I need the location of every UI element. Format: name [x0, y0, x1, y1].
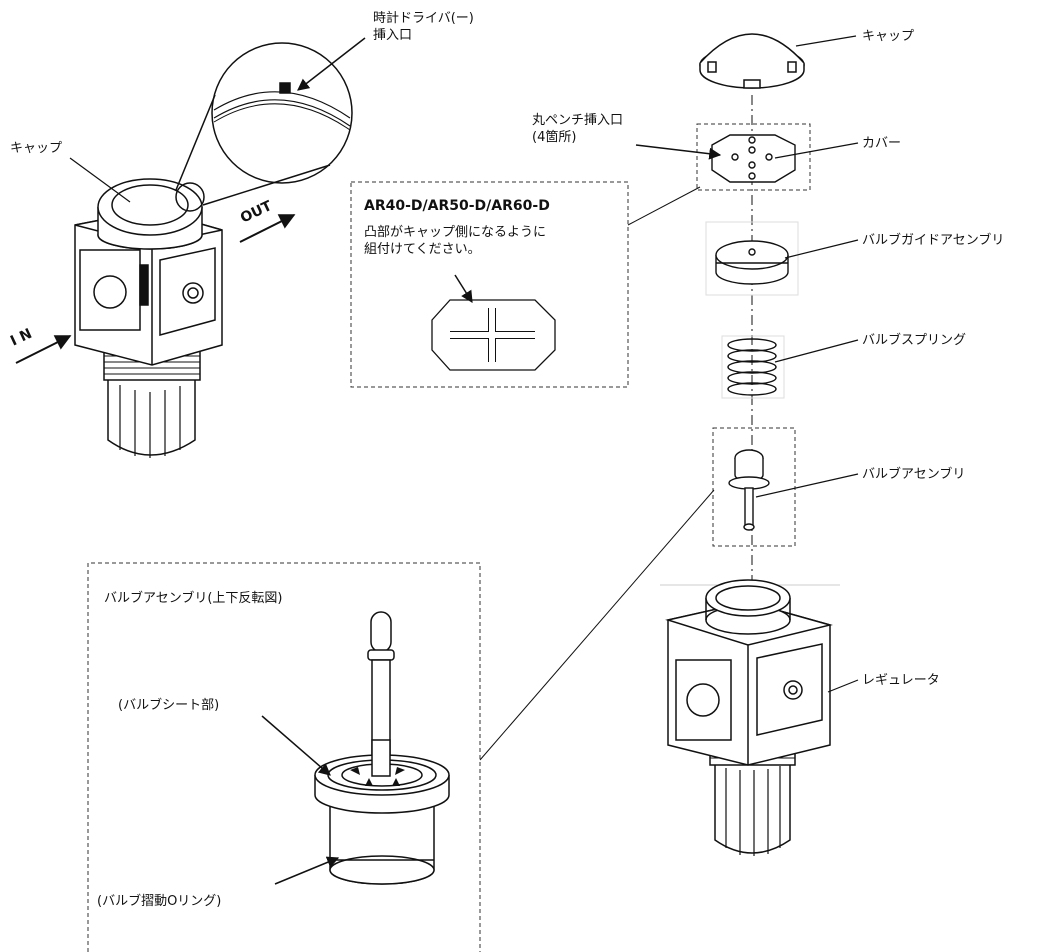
- inset-models-connector: [627, 186, 701, 226]
- screwdriver-slot-arrow: [297, 37, 366, 91]
- valve-oring-arrow: [274, 856, 340, 885]
- inset-models-title: AR40-D/AR50-D/AR60-D: [364, 198, 550, 214]
- valve-inverted-drawing: [314, 611, 450, 885]
- magnifier-detail: [175, 42, 353, 212]
- cap-left-leader: [69, 157, 131, 203]
- valve-seat-arrow: [261, 715, 331, 776]
- in-arrow: [15, 335, 72, 364]
- valve-assembly-label: バルブアセンブリ: [862, 467, 966, 482]
- cover-detail-arrow: [454, 274, 473, 304]
- valve-seat-label: (バルブシート部): [118, 698, 220, 713]
- valve-guide-label: バルブガイドアセンブリ: [862, 233, 1005, 248]
- cover-leader: [774, 142, 859, 159]
- inset-models-note: 凸部がキャップ側になるように 組付けてください。: [364, 224, 546, 258]
- inset-valve-connector: [479, 489, 715, 761]
- cover-label: カバー: [862, 136, 902, 151]
- cap-leader: [795, 35, 857, 47]
- screwdriver-slot-line1: 時計ドライバ(ー): [373, 11, 474, 26]
- inset-valve-title: バルブアセンブリ(上下反転図): [104, 591, 283, 606]
- cover-part: [711, 134, 796, 183]
- valve-spring-leader: [774, 339, 859, 363]
- inset-models-box: [350, 181, 629, 388]
- regulator-label: レギュレータ: [862, 673, 940, 688]
- regulator-leader: [827, 679, 859, 693]
- pliers-slot-arrow: [635, 144, 722, 160]
- valve-assembly-dashed-box: [712, 427, 796, 547]
- regulator-part: [665, 579, 833, 856]
- valve-guide-leader: [784, 239, 859, 259]
- valve-spring-label: バルブスプリング: [862, 333, 967, 348]
- cover-dashed-box: [696, 123, 811, 191]
- cover-detail-drawing: [431, 299, 556, 371]
- cap-right-label: キャップ: [862, 29, 915, 44]
- valve-assembly-leader: [755, 473, 859, 498]
- cap-left-label: キャップ: [10, 141, 63, 156]
- valve-assembly-part: [728, 449, 770, 531]
- pliers-slot-label: 丸ペンチ挿入口 (4箇所): [532, 112, 623, 146]
- pliers-slot-line2: (4箇所): [532, 130, 577, 145]
- assembled-regulator: [74, 178, 223, 458]
- valve-guide-part: [705, 221, 799, 296]
- screwdriver-slot-line2: 挿入口: [373, 28, 413, 43]
- inset-valve-box: [87, 562, 481, 952]
- cap-part: [699, 33, 805, 89]
- inset-note-line2: 組付けてください。: [364, 242, 481, 257]
- pliers-slot-line1: 丸ペンチ挿入口: [532, 113, 624, 128]
- screwdriver-slot-label: 時計ドライバ(ー) 挿入口: [373, 10, 474, 44]
- valve-oring-label: (バルブ摺動Oリング): [97, 894, 222, 909]
- inset-note-line1: 凸部がキャップ側になるように: [364, 225, 547, 240]
- valve-spring-part: [721, 335, 785, 399]
- out-arrow: [239, 214, 296, 243]
